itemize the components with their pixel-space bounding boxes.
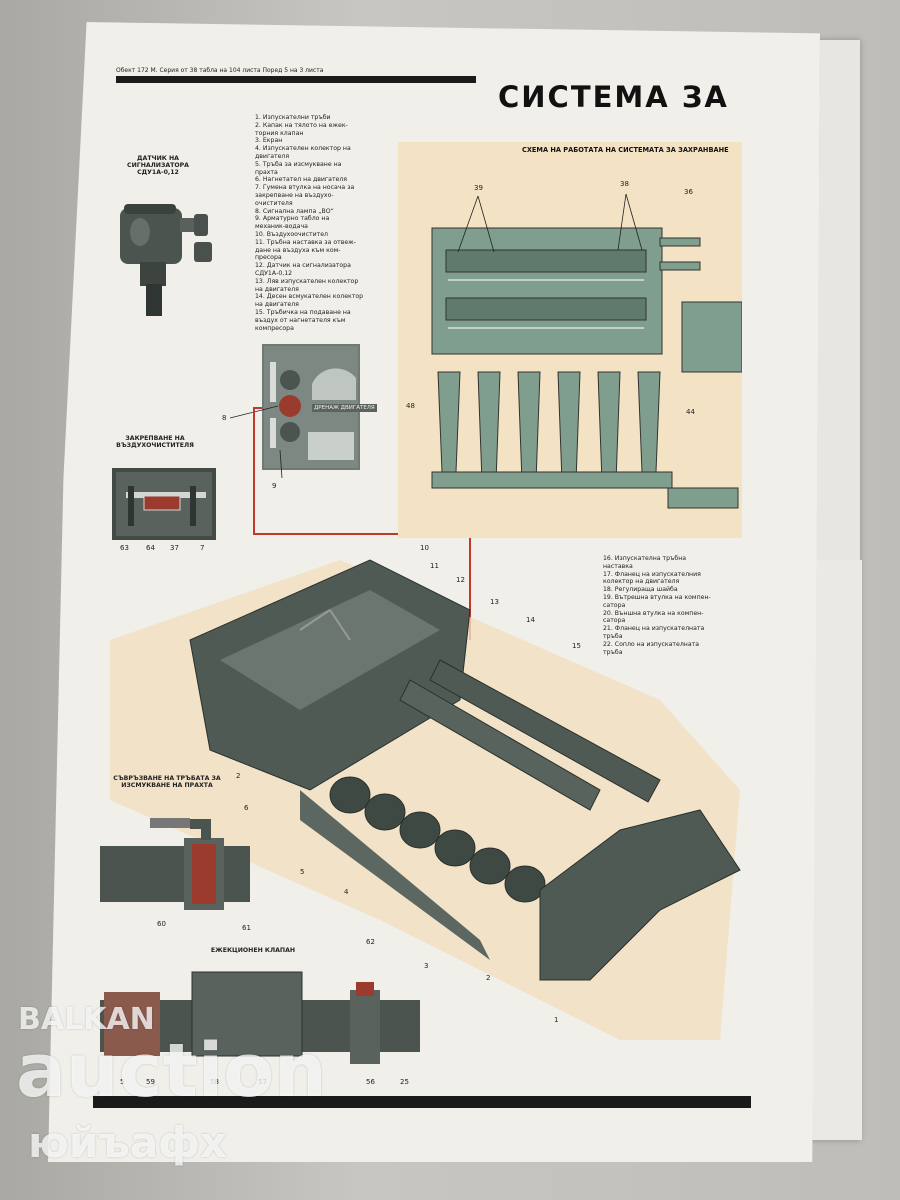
legend-main-item: 4. Изпускателен колектор на xyxy=(255,145,351,153)
legend-main-item: 2. Капак на тялото на ежек- xyxy=(255,121,348,129)
schema-title: СХЕМА НА РАБОТАТА НА СИСТЕМАТА ЗА ЗАХРАН… xyxy=(522,146,729,154)
legend-right-item: наставка xyxy=(603,562,633,570)
callout-62: 62 xyxy=(366,938,375,946)
legend-main-item: 13. Ляв изпускателен колектор xyxy=(255,277,359,285)
legend-main-item: компресора xyxy=(255,324,294,332)
legend-right-item: 17. Фланец на изпускателния xyxy=(603,570,701,578)
engine-callout-15: 15 xyxy=(572,642,581,650)
legend-main-item: закрепване на въздухо- xyxy=(255,191,334,199)
engine-callout-12: 12 xyxy=(456,576,465,584)
callout-64: 64 xyxy=(146,544,155,552)
legend-main-item: на двигателя xyxy=(255,301,299,309)
callout-58: 58 xyxy=(210,1078,219,1086)
legend-main-item: 10. Въздухоочистител xyxy=(255,230,328,238)
callout-57: 57 xyxy=(258,1078,267,1086)
top-rule xyxy=(116,76,476,83)
legend-right-item: сатора xyxy=(603,617,626,625)
legend-right-item: 21. Фланец на изпускателната xyxy=(603,625,705,633)
legend-main-item: 12. Датчик на сигнализатора xyxy=(255,262,351,270)
watermark-line1: BALKAN xyxy=(18,1002,155,1037)
drain-badge: ДРЕНАЖ ДВИГАТЕЛЯ xyxy=(312,404,377,413)
legend-main-item: 11. Тръбна наставка за отвеж- xyxy=(255,238,356,246)
watermark-line2: auction xyxy=(16,1028,327,1114)
engine-callout-5: 5 xyxy=(300,868,305,876)
callout-37: 37 xyxy=(170,544,179,552)
engine-callout-3: 3 xyxy=(424,962,429,970)
legend-main-item: пресора xyxy=(255,254,282,262)
legend-main-item: на двигателя xyxy=(255,285,299,293)
valve-illustration xyxy=(100,971,420,1064)
callout-25: 25 xyxy=(400,1078,409,1086)
legend-main-item: 9. Арматурно табло на xyxy=(255,215,330,223)
engine-callout-14: 14 xyxy=(526,616,535,624)
legend-main-item: 1. Изпускателни тръби xyxy=(255,114,331,121)
engine-callout-13: 13 xyxy=(490,598,499,606)
legend-main-item: СДУ1А-0,12 xyxy=(255,269,293,277)
legend-right-item: 20. Външна втулка на компен- xyxy=(603,609,704,617)
legend-right-item: 19. Вътрешна втулка на компен- xyxy=(603,593,711,601)
legend-right-item: 18. Регулираща шайба xyxy=(603,586,678,594)
callout-60: 60 xyxy=(157,920,166,928)
callout-5-valve: 5 xyxy=(120,1078,125,1086)
callout-59: 59 xyxy=(146,1078,155,1086)
legend-main-item: двигателя xyxy=(255,152,290,160)
engine-callout-1: 1 xyxy=(554,1016,559,1024)
legend-main-item: 7. Гумена втулка на носача за xyxy=(255,184,355,192)
legend-main-item: прахта xyxy=(255,168,278,176)
engine-callout-10: 10 xyxy=(420,544,429,552)
callout-44: 44 xyxy=(686,408,695,416)
valve-caption: ЕЖЕКЦИОНЕН КЛАПАН xyxy=(210,947,296,954)
callout-7: 7 xyxy=(200,544,205,552)
legend-main-item: въздух от нагнетателя към xyxy=(255,316,346,324)
engine-callout-6: 6 xyxy=(244,804,249,812)
legend-right-item: 16. Изпускателна тръбна xyxy=(603,555,687,562)
callout-61: 61 xyxy=(242,924,251,932)
callout-8: 8 xyxy=(222,414,227,422)
connection-caption: СЪВРЪЗВАНЕ НА ТРЪБАТА ЗА ИЗСМУКВАНЕ НА П… xyxy=(113,775,221,789)
engine-callout-4: 4 xyxy=(344,888,349,896)
bottom-rule xyxy=(93,1096,751,1108)
connection-illustration xyxy=(100,818,250,910)
engine-assembly-illustration xyxy=(110,559,741,1040)
callout-36: 36 xyxy=(684,188,693,196)
callout-48: 48 xyxy=(406,402,415,410)
sensor-illustration xyxy=(120,204,212,316)
engine-callout-11: 11 xyxy=(430,562,439,570)
dashboard-illustration xyxy=(229,344,360,479)
legend-main-item: 5. Тръба за изсмукване на xyxy=(255,160,342,168)
legend-main-item: дане на въздуха към ком- xyxy=(255,246,341,254)
callout-38: 38 xyxy=(620,180,629,188)
series-line: Обект 172 М. Серия от 38 табла на 104 ли… xyxy=(116,67,324,74)
engine-callout-2b: 2 xyxy=(486,974,491,982)
legend-main-item: 14. Десен всмукателен колектор xyxy=(255,293,364,301)
sensor-caption: ДАТЧИК НА СИГНАЛИЗАТОРА СДУ1А-0,12 xyxy=(127,155,189,176)
legend-main-item: торния клапан xyxy=(255,129,304,137)
poster-title: СИСТЕМА ЗА xyxy=(498,80,729,114)
engine-callout-2a: 2 xyxy=(236,772,241,780)
legend-right-item: тръба xyxy=(603,632,623,640)
legend-main-item: 8. Сигнална лампа „ВО“ xyxy=(255,207,334,215)
schema-diagram xyxy=(431,193,742,509)
legend-main-item: 6. Нагнетател на двигателя xyxy=(255,176,348,184)
mount-caption: ЗАКРЕПВАНЕ НА ВЪЗДУХОЧИСТИТЕЛЯ xyxy=(116,435,194,449)
legend-right-item: тръба xyxy=(603,648,623,656)
callout-56: 56 xyxy=(366,1078,375,1086)
legend-main-item: механик-водача xyxy=(255,223,308,231)
legend-right-item: сатора xyxy=(603,601,626,609)
signal-wire xyxy=(253,407,471,640)
legend-main-item: 15. Тръбичка на подаване на xyxy=(255,308,351,316)
watermark-line3: юйъафх xyxy=(28,1118,227,1167)
callout-9: 9 xyxy=(272,482,277,490)
legend-right-item: 22. Сопло на изпускателната xyxy=(603,640,700,648)
callout-63: 63 xyxy=(120,544,129,552)
mount-illustration xyxy=(112,468,216,540)
legend-main-item: очистителя xyxy=(255,199,293,207)
legend-right-item: колектор на двигателя xyxy=(603,578,680,586)
legend-main-item: 3. Екран xyxy=(255,137,283,145)
callout-39: 39 xyxy=(474,184,483,192)
